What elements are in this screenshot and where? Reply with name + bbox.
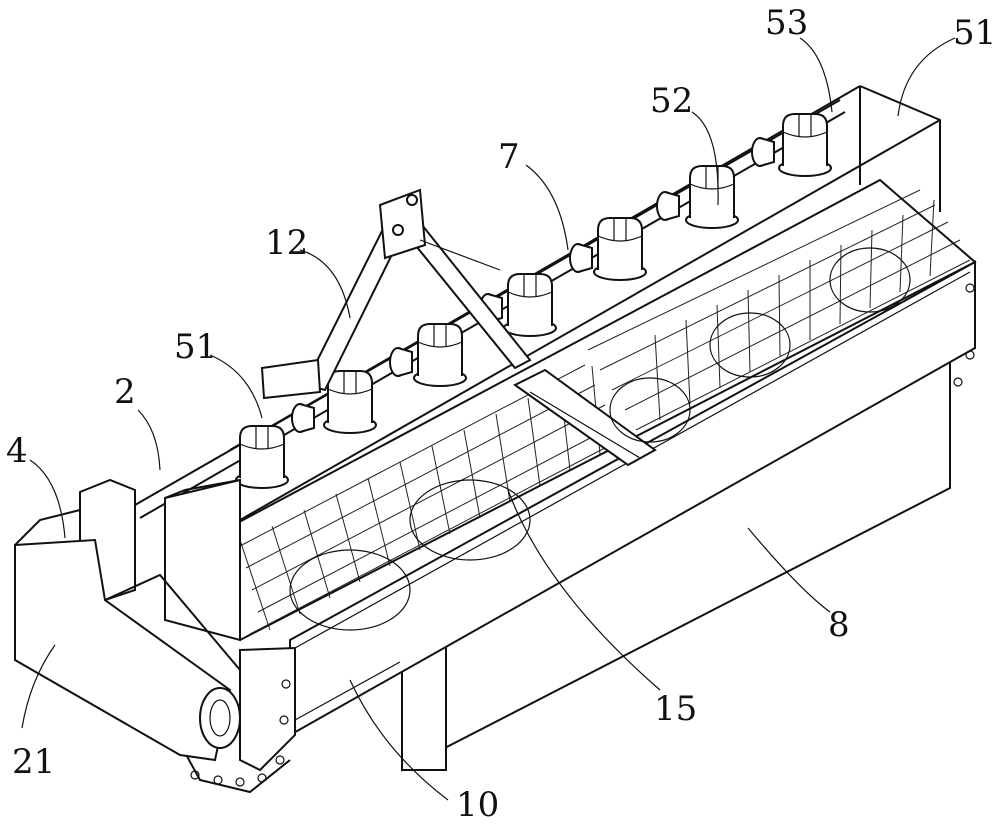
label-15: 15 — [654, 689, 697, 729]
label-21: 21 — [12, 742, 55, 782]
label-7: 7 — [498, 137, 520, 177]
label-51-top: 51 — [953, 13, 996, 53]
end-plate-bolts — [190, 283, 975, 787]
reference-labels: 53 51 52 7 12 51 2 4 21 10 15 8 — [6, 3, 996, 825]
hitch-frame-part-12 — [260, 188, 532, 400]
label-12: 12 — [265, 223, 308, 263]
trough-body-part-10 — [177, 260, 976, 794]
leader-lines — [21, 37, 956, 801]
label-4: 4 — [6, 431, 28, 471]
label-10: 10 — [456, 785, 499, 825]
label-2: 2 — [114, 372, 136, 412]
label-53: 53 — [765, 3, 808, 43]
hopper-part-21 — [14, 509, 241, 762]
label-52: 52 — [650, 81, 693, 121]
mesh-screen-part-15 — [166, 178, 977, 642]
label-8: 8 — [828, 605, 850, 645]
label-51-left: 51 — [174, 327, 217, 367]
